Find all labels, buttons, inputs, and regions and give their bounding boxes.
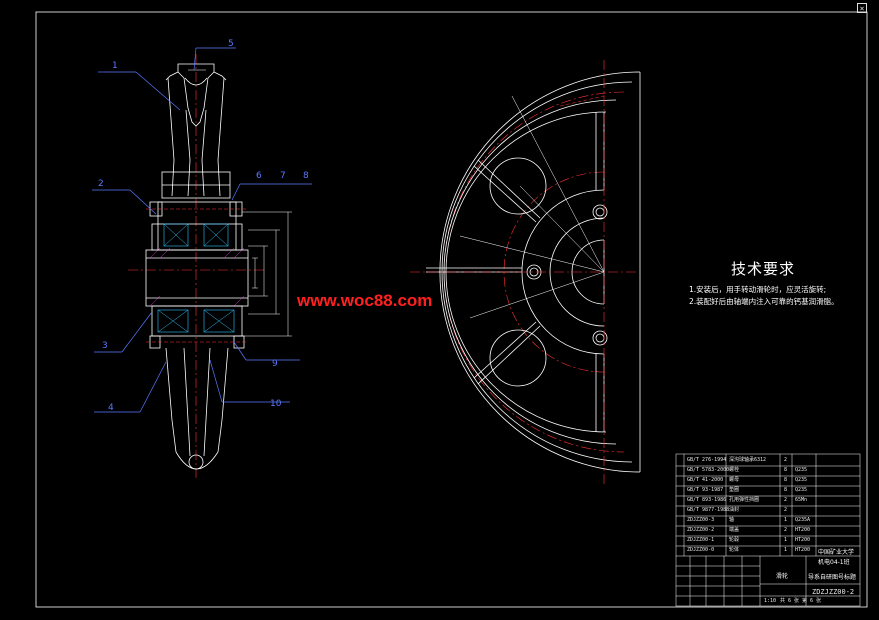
bom-standard: ZDJZZ00-2 — [687, 527, 715, 533]
bom-quantity: 8 — [784, 487, 788, 493]
org-class: 机电04-1班 — [818, 559, 850, 566]
bom-part-name: 深沟球轴承6312 — [729, 457, 767, 463]
bom-quantity: 2 — [784, 527, 788, 533]
part-label-1: 1 — [112, 61, 118, 71]
watermark-text: www.woc88.com — [297, 291, 433, 310]
tech-note-2: 2.装配好后由轴端内注入可靠的钙基润滑脂。 — [689, 297, 839, 306]
part-label-7: 7 — [280, 171, 286, 181]
part-label-5: 5 — [228, 39, 234, 49]
sheet-info: 共 6 张 第 6 张 — [780, 598, 822, 604]
bom-part-name: 垫圈 — [729, 487, 740, 493]
bom-part-name: 油封 — [729, 507, 740, 513]
part-label-9: 9 — [272, 359, 278, 369]
bom-standard: ZDJZZ00-1 — [687, 537, 715, 543]
bom-quantity: 2 — [784, 497, 788, 503]
part-label-10: 10 — [270, 399, 282, 409]
bom-quantity: 1 — [784, 517, 788, 523]
bom-material: HT200 — [795, 537, 811, 543]
bom-part-name: 轮毂 — [729, 537, 740, 543]
title-block-grid — [675, 453, 861, 607]
close-button[interactable]: × — [857, 3, 867, 13]
tech-requirements-title: 技术要求 — [731, 260, 796, 278]
bom-quantity: 8 — [784, 477, 788, 483]
part-label-2: 2 — [98, 179, 104, 189]
org-name: 中国矿业大学 — [818, 549, 855, 556]
bom-quantity: 2 — [784, 457, 788, 463]
part-label-8: 8 — [303, 171, 309, 181]
bom-standard: ZDJZZ00-0 — [687, 547, 715, 553]
bom-part-name: 孔用弹性挡圈 — [729, 497, 760, 503]
part-label-4: 4 — [108, 403, 114, 413]
bom-standard: GB/T 9877-1988 — [687, 507, 730, 513]
bom-part-name: 轮体 — [729, 547, 740, 553]
scale-value: 1:10 — [764, 598, 777, 604]
bom-material: Q235 — [795, 467, 808, 473]
bom-quantity: 2 — [784, 507, 788, 513]
bom-part-name: 螺母 — [729, 477, 740, 483]
bom-part-name: 端盖 — [729, 527, 740, 533]
bom-quantity: 1 — [784, 547, 788, 553]
bom-standard: ZDJZZ00-3 — [687, 517, 715, 523]
bom-standard: GB/T 41-2000 — [687, 477, 724, 483]
bom-part-name: 螺栓 — [729, 467, 740, 473]
front-view — [410, 60, 641, 484]
bom-material: Q235 — [795, 487, 808, 493]
bom-material: 65Mn — [795, 497, 808, 503]
drawing-border — [35, 11, 868, 608]
drawing-number: ZDZJZZ00-2 — [812, 588, 855, 596]
bom-material: Q235 — [795, 477, 808, 483]
bom-part-name: 轴 — [729, 517, 735, 523]
bom-standard: GB/T 276-1994 — [687, 457, 727, 463]
part-label-6: 6 — [256, 171, 262, 181]
tech-note-1: 1.安装后，用手转动滑轮时，应灵活旋转; — [689, 285, 827, 294]
bom-quantity: 8 — [784, 467, 788, 473]
assembly-name: 滑轮 — [776, 573, 789, 580]
part-label-3: 3 — [102, 341, 108, 351]
bom-material: Q235A — [795, 517, 811, 523]
part-number-labels: 1 2 3 4 5 6 7 8 9 10 — [98, 39, 309, 413]
bom-material: HT200 — [795, 527, 811, 533]
bom-standard: GB/T 93-1987 — [687, 487, 724, 493]
section-view — [128, 54, 292, 478]
bom-quantity: 1 — [784, 537, 788, 543]
leader-lines — [92, 47, 312, 413]
drawing-name: 导系自研图号标题 — [808, 574, 857, 581]
bom-material: HT200 — [795, 547, 811, 553]
bom-standard: GB/T 5783-2000 — [687, 467, 730, 473]
bom-standard: GB/T 893-1986 — [687, 497, 727, 503]
